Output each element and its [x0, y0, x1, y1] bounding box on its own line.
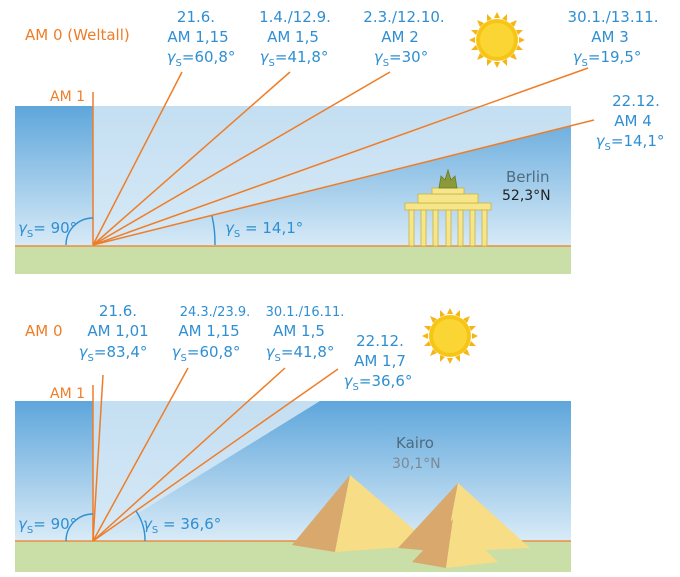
- top-ray-date-3: 2.3./12.10.: [363, 8, 444, 26]
- top-ray-angle-1: γS=60,8°: [167, 48, 236, 69]
- bottom-sun-icon: [422, 308, 478, 364]
- bottom-ray-date-3: 30.1./16.11.: [266, 305, 345, 320]
- bottom-ray-label-1: 21.6. AM 1,01 γS=83,4°: [79, 302, 149, 364]
- top-panel: AM 0 (Weltall) AM 1 Berlin 52,3°N γS= 90…: [15, 8, 664, 274]
- bottom-ray-angle-3: γS=41,8°: [266, 343, 335, 364]
- top-ray-label-2: 1.4./12.9. AM 1,5 γS=41,8°: [259, 8, 331, 69]
- bottom-ray-angle-1: γS=83,4°: [79, 343, 148, 364]
- top-ray-date-2: 1.4./12.9.: [259, 8, 331, 26]
- top-city-name: Berlin: [506, 168, 550, 186]
- top-ground: [15, 246, 571, 274]
- top-ray-2: [92, 71, 291, 246]
- top-ray-am-4: AM 3: [591, 28, 629, 46]
- top-ray-label-5: 22.12. AM 4 γS=14,1°: [596, 92, 665, 153]
- top-am0-label: AM 0 (Weltall): [25, 26, 130, 44]
- top-ray-am-5: AM 4: [614, 112, 652, 130]
- bottom-ray-label-2: 24.3./23.9. AM 1,15 γS=60,8°: [172, 305, 251, 364]
- bottom-am0-label: AM 0: [25, 322, 63, 340]
- top-ray-4: [92, 67, 589, 246]
- bottom-ray-label-4: 22.12. AM 1,7 γS=36,6°: [344, 332, 413, 393]
- bottom-ray-am-1: AM 1,01: [87, 322, 148, 340]
- top-city-lat: 52,3°N: [502, 188, 551, 204]
- top-ray-date-4: 30.1./13.11.: [568, 8, 659, 26]
- bottom-ray-am-4: AM 1,7: [354, 352, 406, 370]
- bottom-ray-angle-2: γS=60,8°: [172, 343, 241, 364]
- bottom-ray-2: [92, 367, 189, 542]
- top-ray-date-1: 21.6.: [177, 8, 215, 26]
- top-ray-am-3: AM 2: [381, 28, 419, 46]
- bottom-angle-90: γS= 90°: [18, 515, 77, 536]
- bottom-ray-wedge: [93, 401, 320, 541]
- top-sun-icon: [469, 12, 525, 68]
- bottom-city-name: Kairo: [396, 434, 434, 452]
- pyramids-icon: [292, 475, 530, 568]
- bottom-ray-date-1: 21.6.: [99, 302, 137, 320]
- top-angle-min: γS = 14,1°: [225, 219, 303, 240]
- bottom-ray-1: [92, 374, 104, 542]
- top-ray-angle-2: γS=41,8°: [260, 48, 329, 69]
- top-ray-1: [92, 71, 183, 246]
- top-ray-angle-4: γS=19,5°: [573, 48, 642, 69]
- top-ray-5: [92, 119, 595, 246]
- top-ray-3: [92, 71, 391, 246]
- top-ray-label-3: 2.3./12.10. AM 2 γS=30°: [363, 8, 444, 69]
- top-ray-label-1: 21.6. AM 1,15 γS=60,8°: [167, 8, 236, 69]
- brandenburg-gate-icon: [404, 168, 492, 247]
- top-ray-angle-3: γS=30°: [374, 48, 428, 69]
- top-ray-label-4: 30.1./13.11. AM 3 γS=19,5°: [568, 8, 659, 69]
- top-angle-90: γS= 90°: [18, 219, 77, 240]
- bottom-ray-label-3: 30.1./16.11. AM 1,5 γS=41,8°: [266, 305, 345, 364]
- top-ray-am-2: AM 1,5: [267, 28, 319, 46]
- bottom-angle-min: γS = 36,6°: [143, 515, 221, 536]
- top-arc-90: [65, 217, 94, 246]
- top-ray-angle-5: γS=14,1°: [596, 132, 665, 153]
- bottom-ray-angle-4: γS=36,6°: [344, 372, 413, 393]
- top-arc-min: [211, 215, 216, 246]
- bottom-city-lat: 30,1°N: [392, 456, 441, 472]
- bottom-ray-date-4: 22.12.: [356, 332, 404, 350]
- bottom-ray-4: [92, 368, 339, 542]
- bottom-arc-90: [65, 513, 94, 542]
- top-am1-label: AM 1: [50, 89, 85, 105]
- bottom-ray-date-2: 24.3./23.9.: [180, 305, 251, 320]
- bottom-am1-label: AM 1: [50, 386, 85, 402]
- bottom-panel: AM 0 AM 1 Kairo 30,1°N γS= 90° γS = 36,6…: [15, 302, 571, 572]
- top-ray-date-5: 22.12.: [612, 92, 660, 110]
- top-ray-am-1: AM 1,15: [167, 28, 228, 46]
- bottom-ray-am-2: AM 1,15: [178, 322, 239, 340]
- bottom-ray-3: [92, 367, 286, 542]
- bottom-ray-am-3: AM 1,5: [273, 322, 325, 340]
- bottom-arc-min: [135, 510, 146, 542]
